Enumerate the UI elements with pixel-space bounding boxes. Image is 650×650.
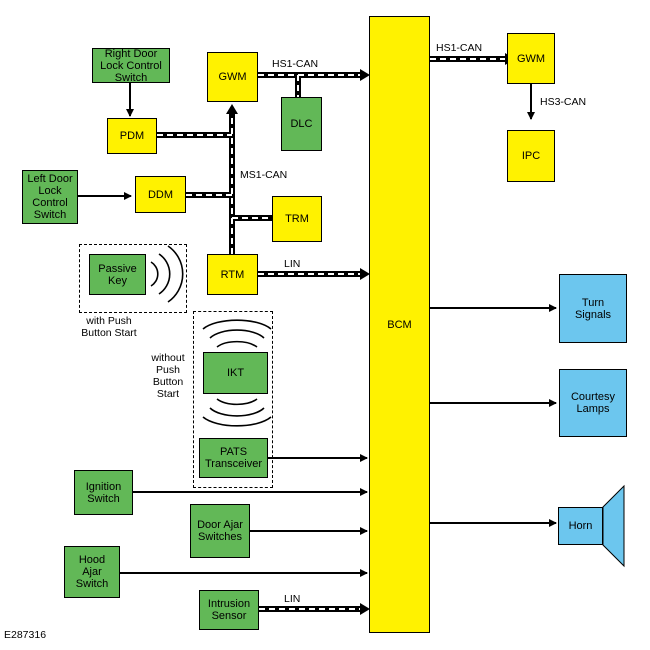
lin-intrusion-label: LIN bbox=[284, 593, 301, 605]
rtm-label: RTM bbox=[220, 268, 245, 281]
intrusion-sensor-label: Intrusion Sensor bbox=[207, 598, 251, 622]
left-door-lock-switch[interactable]: Left Door Lock Control Switch bbox=[22, 170, 78, 224]
turn-signals-output[interactable]: Turn Signals bbox=[559, 274, 627, 343]
pats-transceiver-label: PATS Transceiver bbox=[204, 446, 263, 470]
trm-label: TRM bbox=[285, 213, 309, 225]
lin-intrusion-arrowhead bbox=[360, 603, 370, 615]
ms1-can-up-arrowhead bbox=[226, 104, 238, 114]
door-ajar-switches-label: Door Ajar Switches bbox=[197, 519, 243, 543]
pdm-module[interactable]: PDM bbox=[107, 118, 157, 154]
figure-id: E287316 bbox=[4, 629, 47, 641]
ddm-module[interactable]: DDM bbox=[135, 176, 186, 213]
lin-rtm-label: LIN bbox=[284, 258, 301, 270]
hs1-can-left-arrowhead bbox=[360, 69, 370, 81]
ignition-switch-label: Ignition Switch bbox=[85, 480, 122, 505]
horn-output[interactable]: Horn bbox=[558, 507, 603, 545]
intrusion-sensor[interactable]: Intrusion Sensor bbox=[199, 590, 259, 630]
gwm-main-module[interactable]: GWM bbox=[207, 52, 258, 102]
hs1-can-left-label: HS1-CAN bbox=[272, 58, 319, 70]
solid-lines bbox=[78, 83, 557, 577]
lin-rtm-arrowhead bbox=[360, 268, 370, 280]
gwm-right-module[interactable]: GWM bbox=[507, 33, 555, 84]
ikt-label: IKT bbox=[226, 367, 245, 379]
turn-signals-label: Turn Signals bbox=[574, 296, 612, 321]
passive-key[interactable]: Passive Key bbox=[89, 254, 146, 295]
ipc-module[interactable]: IPC bbox=[507, 130, 555, 182]
right-door-lock-switch-label: Right Door Lock Control Switch bbox=[100, 47, 162, 84]
gwm-right-label: GWM bbox=[516, 52, 546, 65]
without-push-button-note: without Push Button Start bbox=[151, 352, 185, 400]
hs1-can-right-label: HS1-CAN bbox=[436, 42, 483, 54]
ikt-waves bbox=[202, 319, 272, 427]
left-door-lock-switch-label: Left Door Lock Control Switch bbox=[27, 173, 73, 221]
rtm-module[interactable]: RTM bbox=[207, 254, 258, 295]
dlc-connector[interactable]: DLC bbox=[281, 97, 322, 151]
courtesy-lamps-output[interactable]: Courtesy Lamps bbox=[559, 369, 627, 437]
right-door-lock-switch[interactable]: Right Door Lock Control Switch bbox=[92, 47, 170, 84]
trm-module[interactable]: TRM bbox=[272, 196, 322, 242]
dlc-label: DLC bbox=[290, 118, 313, 130]
bus-lines bbox=[157, 53, 515, 615]
passive-key-waves bbox=[150, 245, 184, 303]
horn-bell-shape bbox=[602, 484, 625, 568]
ddm-label: DDM bbox=[147, 188, 174, 201]
courtesy-lamps-label: Courtesy Lamps bbox=[570, 391, 616, 415]
hood-ajar-switch-label: Hood Ajar Switch bbox=[75, 554, 109, 590]
pdm-label: PDM bbox=[119, 130, 145, 142]
horn-label: Horn bbox=[568, 520, 593, 532]
passive-key-label: Passive Key bbox=[98, 262, 137, 287]
ikt-pats-group bbox=[193, 311, 273, 488]
ignition-switch[interactable]: Ignition Switch bbox=[74, 470, 133, 515]
pats-transceiver[interactable]: PATS Transceiver bbox=[199, 438, 268, 478]
ikt-module[interactable]: IKT bbox=[203, 352, 268, 394]
hood-ajar-switch[interactable]: Hood Ajar Switch bbox=[64, 546, 120, 598]
door-ajar-switches[interactable]: Door Ajar Switches bbox=[190, 504, 250, 558]
bcm-label: BCM bbox=[387, 318, 412, 331]
with-push-button-note: with Push Button Start bbox=[81, 315, 137, 339]
bcm-module[interactable]: BCM bbox=[369, 16, 430, 633]
ms1-can-label: MS1-CAN bbox=[240, 169, 288, 181]
ipc-label: IPC bbox=[521, 150, 541, 162]
passive-key-group bbox=[79, 244, 187, 313]
hs3-can-label: HS3-CAN bbox=[540, 96, 587, 108]
gwm-main-label: GWM bbox=[218, 71, 247, 83]
